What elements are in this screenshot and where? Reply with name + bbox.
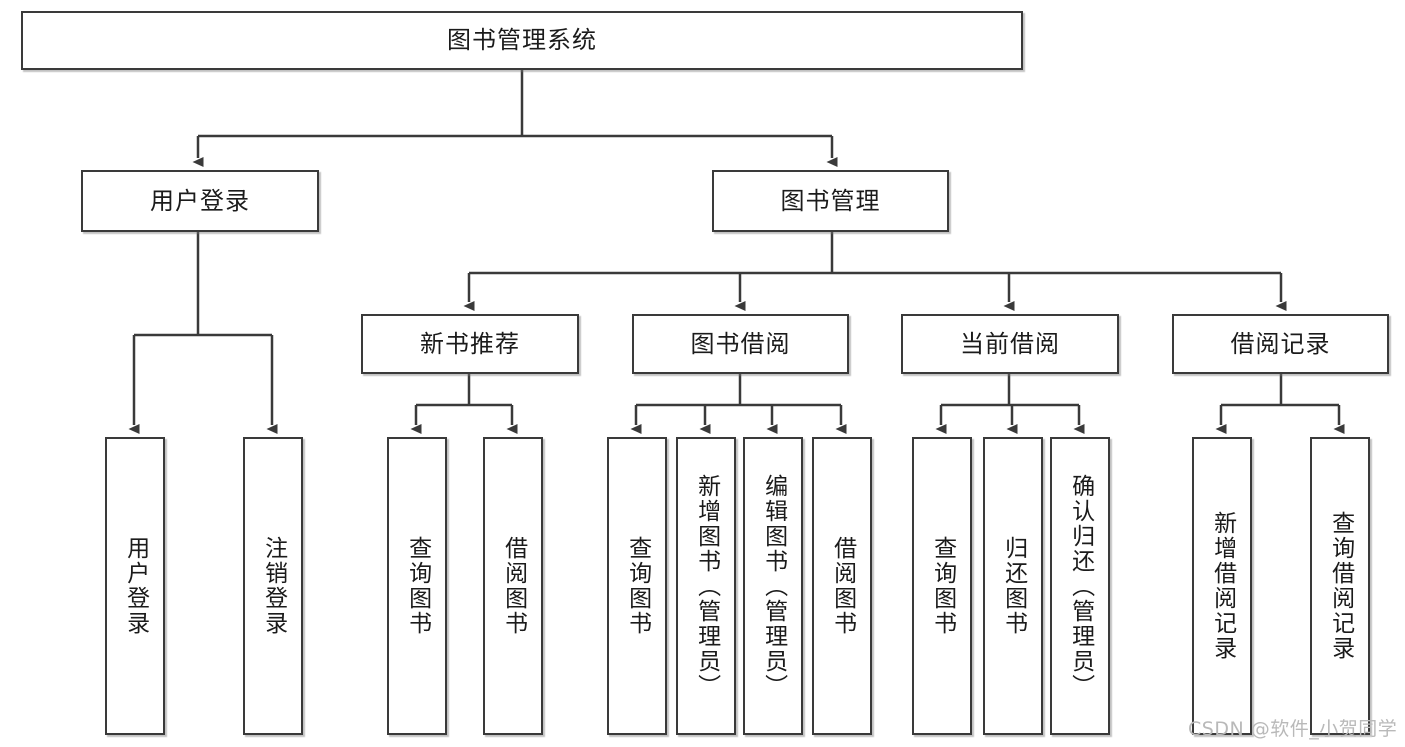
node-borrow-record-label: 借阅记录	[1230, 329, 1331, 358]
node-leaf-edit-book-label: 编辑图书（管理员）	[760, 473, 787, 699]
node-leaf-query-book-cur[interactable]: 查询图书	[912, 437, 972, 735]
node-new-book-rec[interactable]: 新书推荐	[361, 314, 579, 374]
node-current-borrow[interactable]: 当前借阅	[901, 314, 1119, 374]
node-root-label: 图书管理系统	[447, 26, 597, 55]
node-book-borrow-label: 图书借阅	[690, 329, 791, 358]
node-leaf-query-book-rec[interactable]: 查询图书	[387, 437, 447, 735]
node-leaf-confirm-return[interactable]: 确认归还（管理员）	[1050, 437, 1110, 735]
node-leaf-borrow-book-rec[interactable]: 借阅图书	[483, 437, 543, 735]
node-leaf-add-record-label: 新增借阅记录	[1209, 511, 1236, 661]
node-leaf-add-book[interactable]: 新增图书（管理员）	[676, 437, 736, 735]
node-leaf-edit-book[interactable]: 编辑图书（管理员）	[743, 437, 803, 735]
node-leaf-query-book-rec-label: 查询图书	[404, 536, 431, 636]
node-leaf-user-login[interactable]: 用户登录	[105, 437, 165, 735]
node-leaf-query-record-label: 查询借阅记录	[1327, 511, 1354, 661]
node-leaf-borrow-book[interactable]: 借阅图书	[812, 437, 872, 735]
node-leaf-confirm-return-label: 确认归还（管理员）	[1067, 473, 1094, 699]
node-leaf-return-book-label: 归还图书	[1000, 536, 1027, 636]
node-book-manage[interactable]: 图书管理	[712, 170, 949, 232]
node-borrow-record[interactable]: 借阅记录	[1172, 314, 1389, 374]
node-leaf-logout[interactable]: 注销登录	[243, 437, 303, 735]
node-current-borrow-label: 当前借阅	[960, 329, 1060, 358]
node-leaf-query-book-cur-label: 查询图书	[929, 536, 956, 636]
node-leaf-query-record[interactable]: 查询借阅记录	[1310, 437, 1370, 735]
node-new-book-rec-label: 新书推荐	[420, 329, 520, 358]
node-book-manage-label: 图书管理	[780, 186, 881, 215]
node-leaf-query-book-borrow[interactable]: 查询图书	[607, 437, 667, 735]
csdn-watermark: CSDN @软件_小贺同学	[1188, 718, 1398, 740]
node-leaf-borrow-book-rec-label: 借阅图书	[500, 536, 527, 636]
node-leaf-borrow-book-label: 借阅图书	[829, 536, 856, 636]
node-leaf-add-record[interactable]: 新增借阅记录	[1192, 437, 1252, 735]
node-root[interactable]: 图书管理系统	[21, 11, 1023, 70]
node-leaf-add-book-label: 新增图书（管理员）	[693, 473, 720, 699]
node-leaf-return-book[interactable]: 归还图书	[983, 437, 1043, 735]
node-user-login-label: 用户登录	[150, 186, 250, 215]
node-leaf-user-login-label: 用户登录	[122, 536, 149, 636]
node-book-borrow[interactable]: 图书借阅	[632, 314, 849, 374]
node-user-login[interactable]: 用户登录	[81, 170, 319, 232]
node-leaf-logout-label: 注销登录	[260, 536, 287, 636]
node-leaf-query-book-borrow-label: 查询图书	[624, 536, 651, 636]
